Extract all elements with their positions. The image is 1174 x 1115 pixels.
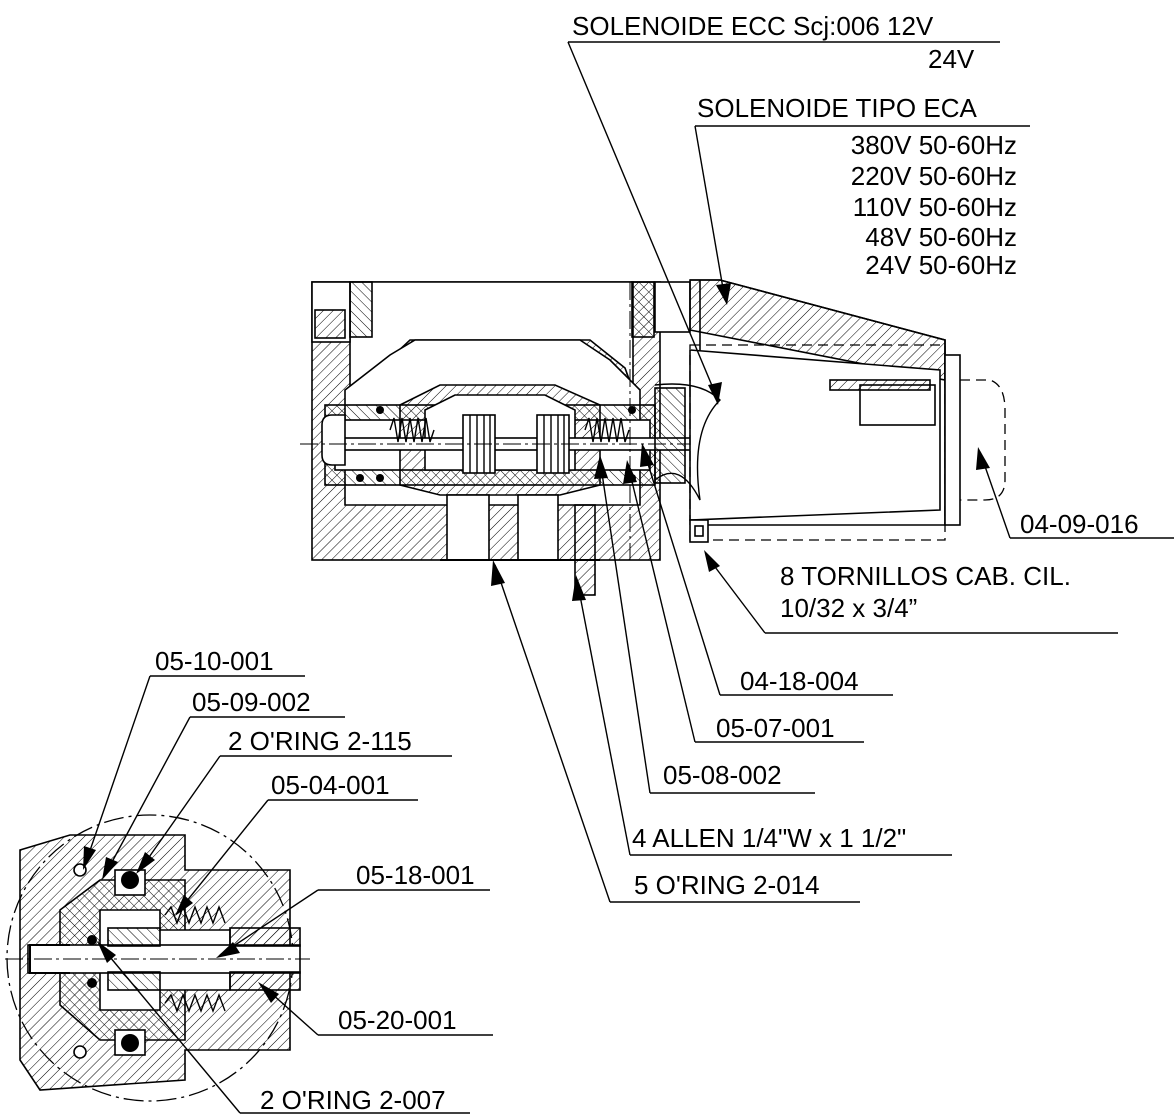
label-05-07-001: 05-07-001 bbox=[716, 713, 835, 743]
label-oring-2-115: 2 O'RING 2-115 bbox=[228, 726, 412, 756]
label-04-09-016: 04-09-016 bbox=[1020, 509, 1139, 539]
label-05-09-002: 05-09-002 bbox=[192, 687, 311, 717]
label-allen: 4 ALLEN 1/4"W x 1 1/2" bbox=[632, 823, 906, 853]
label-eca-220v: 220V 50-60Hz bbox=[851, 161, 1017, 191]
label-solenoide-ecc: SOLENOIDE ECC Scj:006 12V bbox=[572, 11, 934, 41]
label-05-08-002: 05-08-002 bbox=[663, 760, 782, 790]
label-oring-2-014: 5 O'RING 2-014 bbox=[634, 870, 820, 900]
detail-view bbox=[5, 814, 310, 1102]
label-eca-110v: 110V 50-60Hz bbox=[853, 192, 1017, 222]
label-oring-2-007: 2 O'RING 2-007 bbox=[260, 1085, 446, 1115]
label-eca-48v: 48V 50-60Hz bbox=[865, 222, 1017, 252]
solenoid-body bbox=[654, 279, 1006, 543]
label-05-10-001: 05-10-001 bbox=[155, 646, 274, 676]
leader-lines bbox=[83, 41, 1174, 1114]
label-05-20-001: 05-20-001 bbox=[338, 1005, 457, 1035]
label-tornillos-2: 10/32 x 3/4” bbox=[780, 593, 917, 623]
label-05-04-001: 05-04-001 bbox=[271, 770, 390, 800]
label-solenoide-ecc-24v: 24V bbox=[928, 44, 975, 74]
label-04-18-004: 04-18-004 bbox=[740, 666, 859, 696]
label-solenoide-eca: SOLENOIDE TIPO ECA bbox=[697, 93, 977, 123]
valve-body bbox=[300, 281, 720, 596]
label-05-18-001: 05-18-001 bbox=[356, 860, 475, 890]
label-eca-380v: 380V 50-60Hz bbox=[851, 130, 1017, 160]
label-tornillos-1: 8 TORNILLOS CAB. CIL. bbox=[780, 561, 1071, 591]
label-eca-24v: 24V 50-60Hz bbox=[865, 250, 1017, 280]
